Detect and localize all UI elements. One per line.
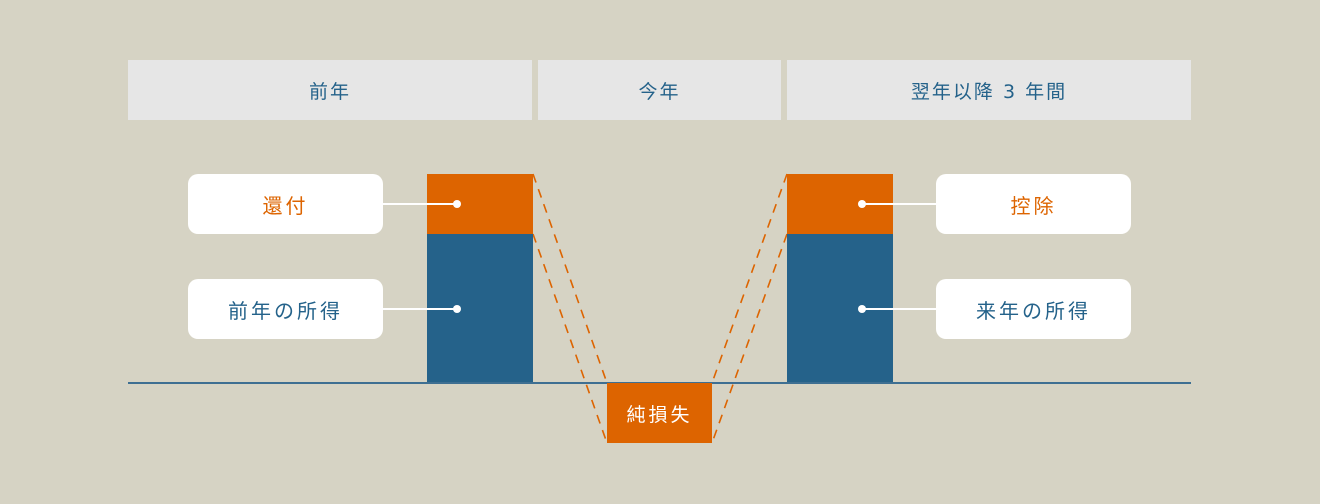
dashed-line-left-bottom: [532, 233, 608, 444]
label-previous-income: 前年の所得: [188, 279, 383, 339]
header-following-years-label: 翌年以降 3 年間: [910, 80, 1068, 103]
dot-refund: [453, 200, 461, 208]
header-this-year: 今年: [538, 60, 781, 120]
header-following-years: 翌年以降 3 年間: [787, 60, 1191, 120]
header-previous-year-label: 前年: [308, 80, 351, 103]
connector-next-income: [862, 308, 936, 310]
connector-refund: [383, 203, 457, 205]
dot-next-income: [858, 305, 866, 313]
header-previous-year: 前年: [128, 60, 532, 120]
dashed-line-right-bottom: [711, 233, 788, 444]
dot-deduction: [858, 200, 866, 208]
net-loss-box: 純損失: [607, 383, 712, 443]
dashed-line-left-top: [532, 173, 608, 384]
connector-previous-income: [383, 308, 457, 310]
label-refund: 還付: [188, 174, 383, 234]
dot-previous-income: [453, 305, 461, 313]
dashed-line-right-top: [711, 173, 788, 384]
label-deduction: 控除: [936, 174, 1131, 234]
header-this-year-label: 今年: [638, 80, 681, 103]
label-next-income-text: 来年の所得: [976, 298, 1091, 323]
label-refund-text: 還付: [262, 193, 309, 218]
connector-deduction: [862, 203, 936, 205]
label-next-income: 来年の所得: [936, 279, 1131, 339]
net-loss-label: 純損失: [626, 403, 693, 426]
label-deduction-text: 控除: [1010, 193, 1057, 218]
label-previous-income-text: 前年の所得: [228, 298, 343, 323]
